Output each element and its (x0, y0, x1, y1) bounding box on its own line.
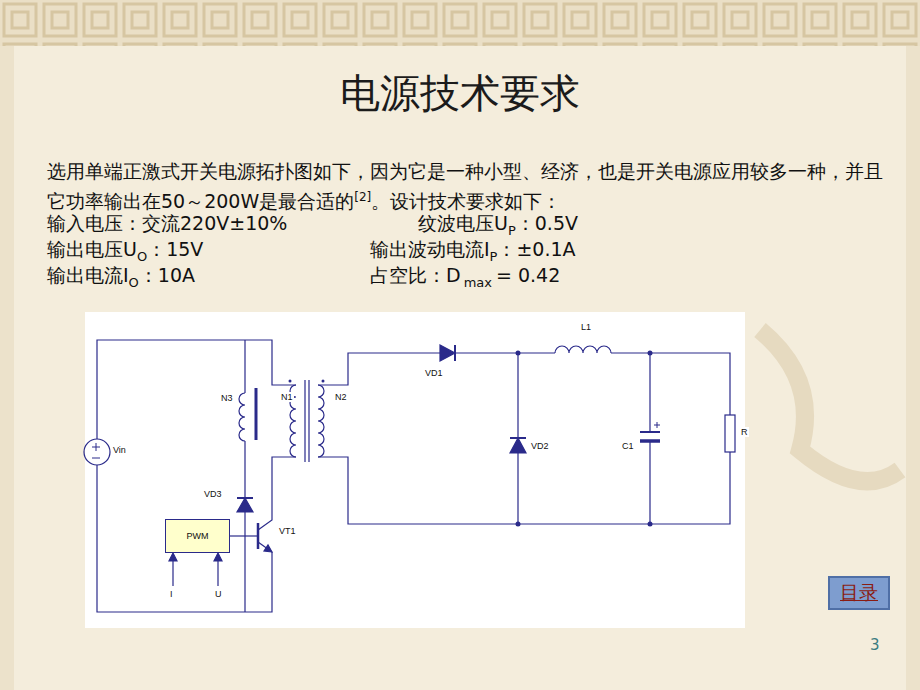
spec-text: 输入电压：交流220V±10% (47, 212, 287, 234)
capacitor-plate (640, 439, 660, 443)
junction-dot (648, 351, 653, 356)
diode-vd1 (440, 345, 455, 361)
transformer-core (305, 380, 309, 462)
top-ornament (0, 0, 920, 46)
source-signs (92, 443, 100, 458)
node-text: 目录 (840, 580, 878, 606)
spec-text: 输出电流I (47, 264, 129, 286)
coil-n2 (318, 385, 324, 457)
menu-button: 目录 (828, 576, 890, 610)
source-symbol (84, 439, 110, 465)
wire (258, 457, 296, 530)
spec-text: 输出电压U (47, 238, 137, 260)
spec-text: ：15V (147, 238, 203, 260)
right-band (906, 46, 920, 690)
part-label: VD3 (203, 489, 223, 499)
subscript: O (129, 275, 139, 290)
diode-vd2 (510, 438, 526, 453)
page-number: 3 (870, 636, 880, 654)
resistor-symbol (725, 415, 735, 452)
spec-text: 输出波动电流I (370, 238, 490, 260)
inductor-l1 (555, 346, 611, 353)
subscript: max (464, 275, 492, 290)
winding-label: N1 (280, 392, 294, 402)
wire (244, 340, 245, 393)
signal-name: U (214, 589, 223, 599)
part-label: VD1 (424, 368, 444, 378)
pwm-box: PWM (165, 519, 230, 553)
part-label: L1 (580, 322, 592, 332)
junction-dot (516, 351, 521, 356)
schematic (84, 312, 745, 628)
part-label: VD2 (530, 441, 550, 451)
polarity-dot (322, 380, 325, 383)
spec-text: ：10A (139, 264, 195, 286)
input-line (173, 557, 218, 586)
wire (318, 452, 730, 524)
winding-label: N2 (334, 392, 348, 402)
left-band (0, 46, 14, 690)
wire (318, 353, 440, 385)
diode-vd3 (237, 498, 253, 512)
wire (455, 352, 555, 353)
wire (611, 353, 730, 415)
subscript: P (490, 249, 498, 264)
polarity-dot (289, 380, 292, 383)
intro-paragraph: 选用单端正激式开关电源拓扑图如下，因为它是一种小型、经济，也是开关电源应用较多一… (47, 158, 887, 214)
node-text: PWM (187, 531, 209, 541)
part-label: VT1 (278, 526, 297, 536)
junction-dot (516, 522, 521, 527)
spec-text: ：0.5V (516, 212, 578, 234)
signal-name: I (169, 589, 174, 599)
body-text: 。设计技术要求如下： (371, 190, 561, 212)
spec-text: = 0.42 (496, 264, 560, 286)
coil-n3 (239, 393, 245, 441)
diode-bar (237, 497, 253, 499)
part-label: C1 (621, 441, 635, 451)
transistor-emitter (258, 542, 272, 552)
wire (230, 535, 258, 536)
subscript: O (137, 249, 147, 264)
spec-text: 纹波电压U (418, 212, 508, 234)
spec-text: ：±0.1A (497, 238, 575, 260)
schematic-ground (85, 312, 745, 628)
wire (244, 441, 245, 612)
spec-item: 输出电流IO：10A (47, 262, 195, 296)
winding-label: N3 (220, 393, 234, 403)
emitter-arrow (264, 545, 272, 552)
diode-bar (510, 437, 526, 439)
input-arrow (169, 553, 222, 561)
part-label: R (740, 427, 749, 437)
junction-dot (648, 522, 653, 527)
capacitor-plate (640, 431, 660, 433)
slide-title: 电源技术要求 (0, 66, 920, 121)
part-label: Vin (112, 445, 127, 455)
spec-text: 占空比：D (370, 264, 461, 286)
core-n3 (255, 388, 258, 440)
citation-mark: [2] (354, 190, 371, 204)
spec-item: 输入电压：交流220V±10% (47, 210, 287, 236)
subscript: P (508, 223, 516, 238)
wire (97, 465, 272, 612)
wire (649, 353, 650, 524)
spec-item: 占空比：Dmax = 0.42 (370, 262, 560, 296)
ink-wash (760, 330, 900, 481)
capacitor-plus (654, 422, 660, 428)
wire (97, 340, 296, 439)
